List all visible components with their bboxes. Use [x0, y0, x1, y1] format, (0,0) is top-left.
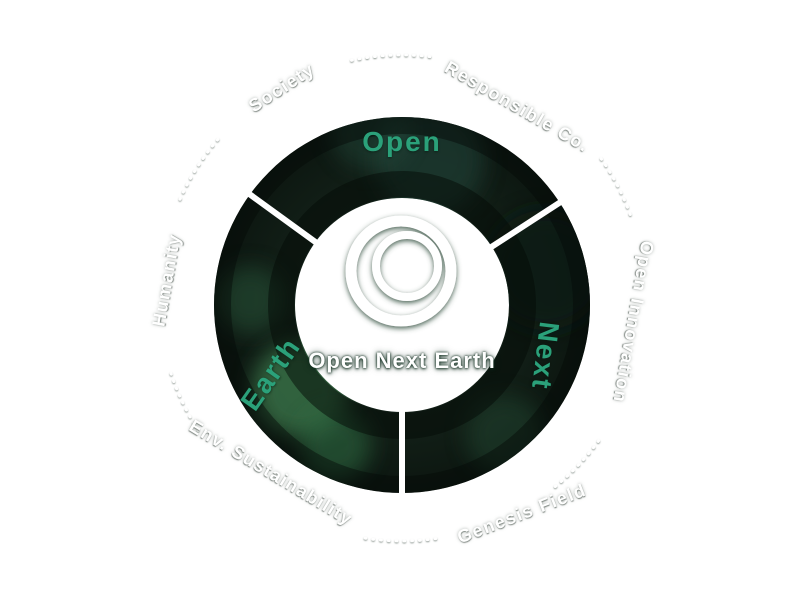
orbit-arc [168, 367, 200, 432]
logo-inner-ring [372, 231, 442, 301]
dotted-orbit-arcs [168, 53, 634, 543]
concentric-rings-logo [345, 215, 457, 327]
segment-label-open: Open [362, 126, 442, 157]
segment-divider [245, 190, 320, 247]
ring-texture [214, 117, 590, 493]
orbit-arc [178, 137, 221, 201]
orbit-arc [350, 53, 434, 62]
segment-divider [487, 198, 564, 251]
center-label: Open Next Earth [308, 348, 496, 373]
orbit-arc [362, 536, 438, 543]
orbit-arc [599, 157, 634, 221]
segment-dividers [245, 190, 564, 496]
logo-outer-ring [345, 215, 457, 327]
orbit-arc [553, 439, 601, 489]
